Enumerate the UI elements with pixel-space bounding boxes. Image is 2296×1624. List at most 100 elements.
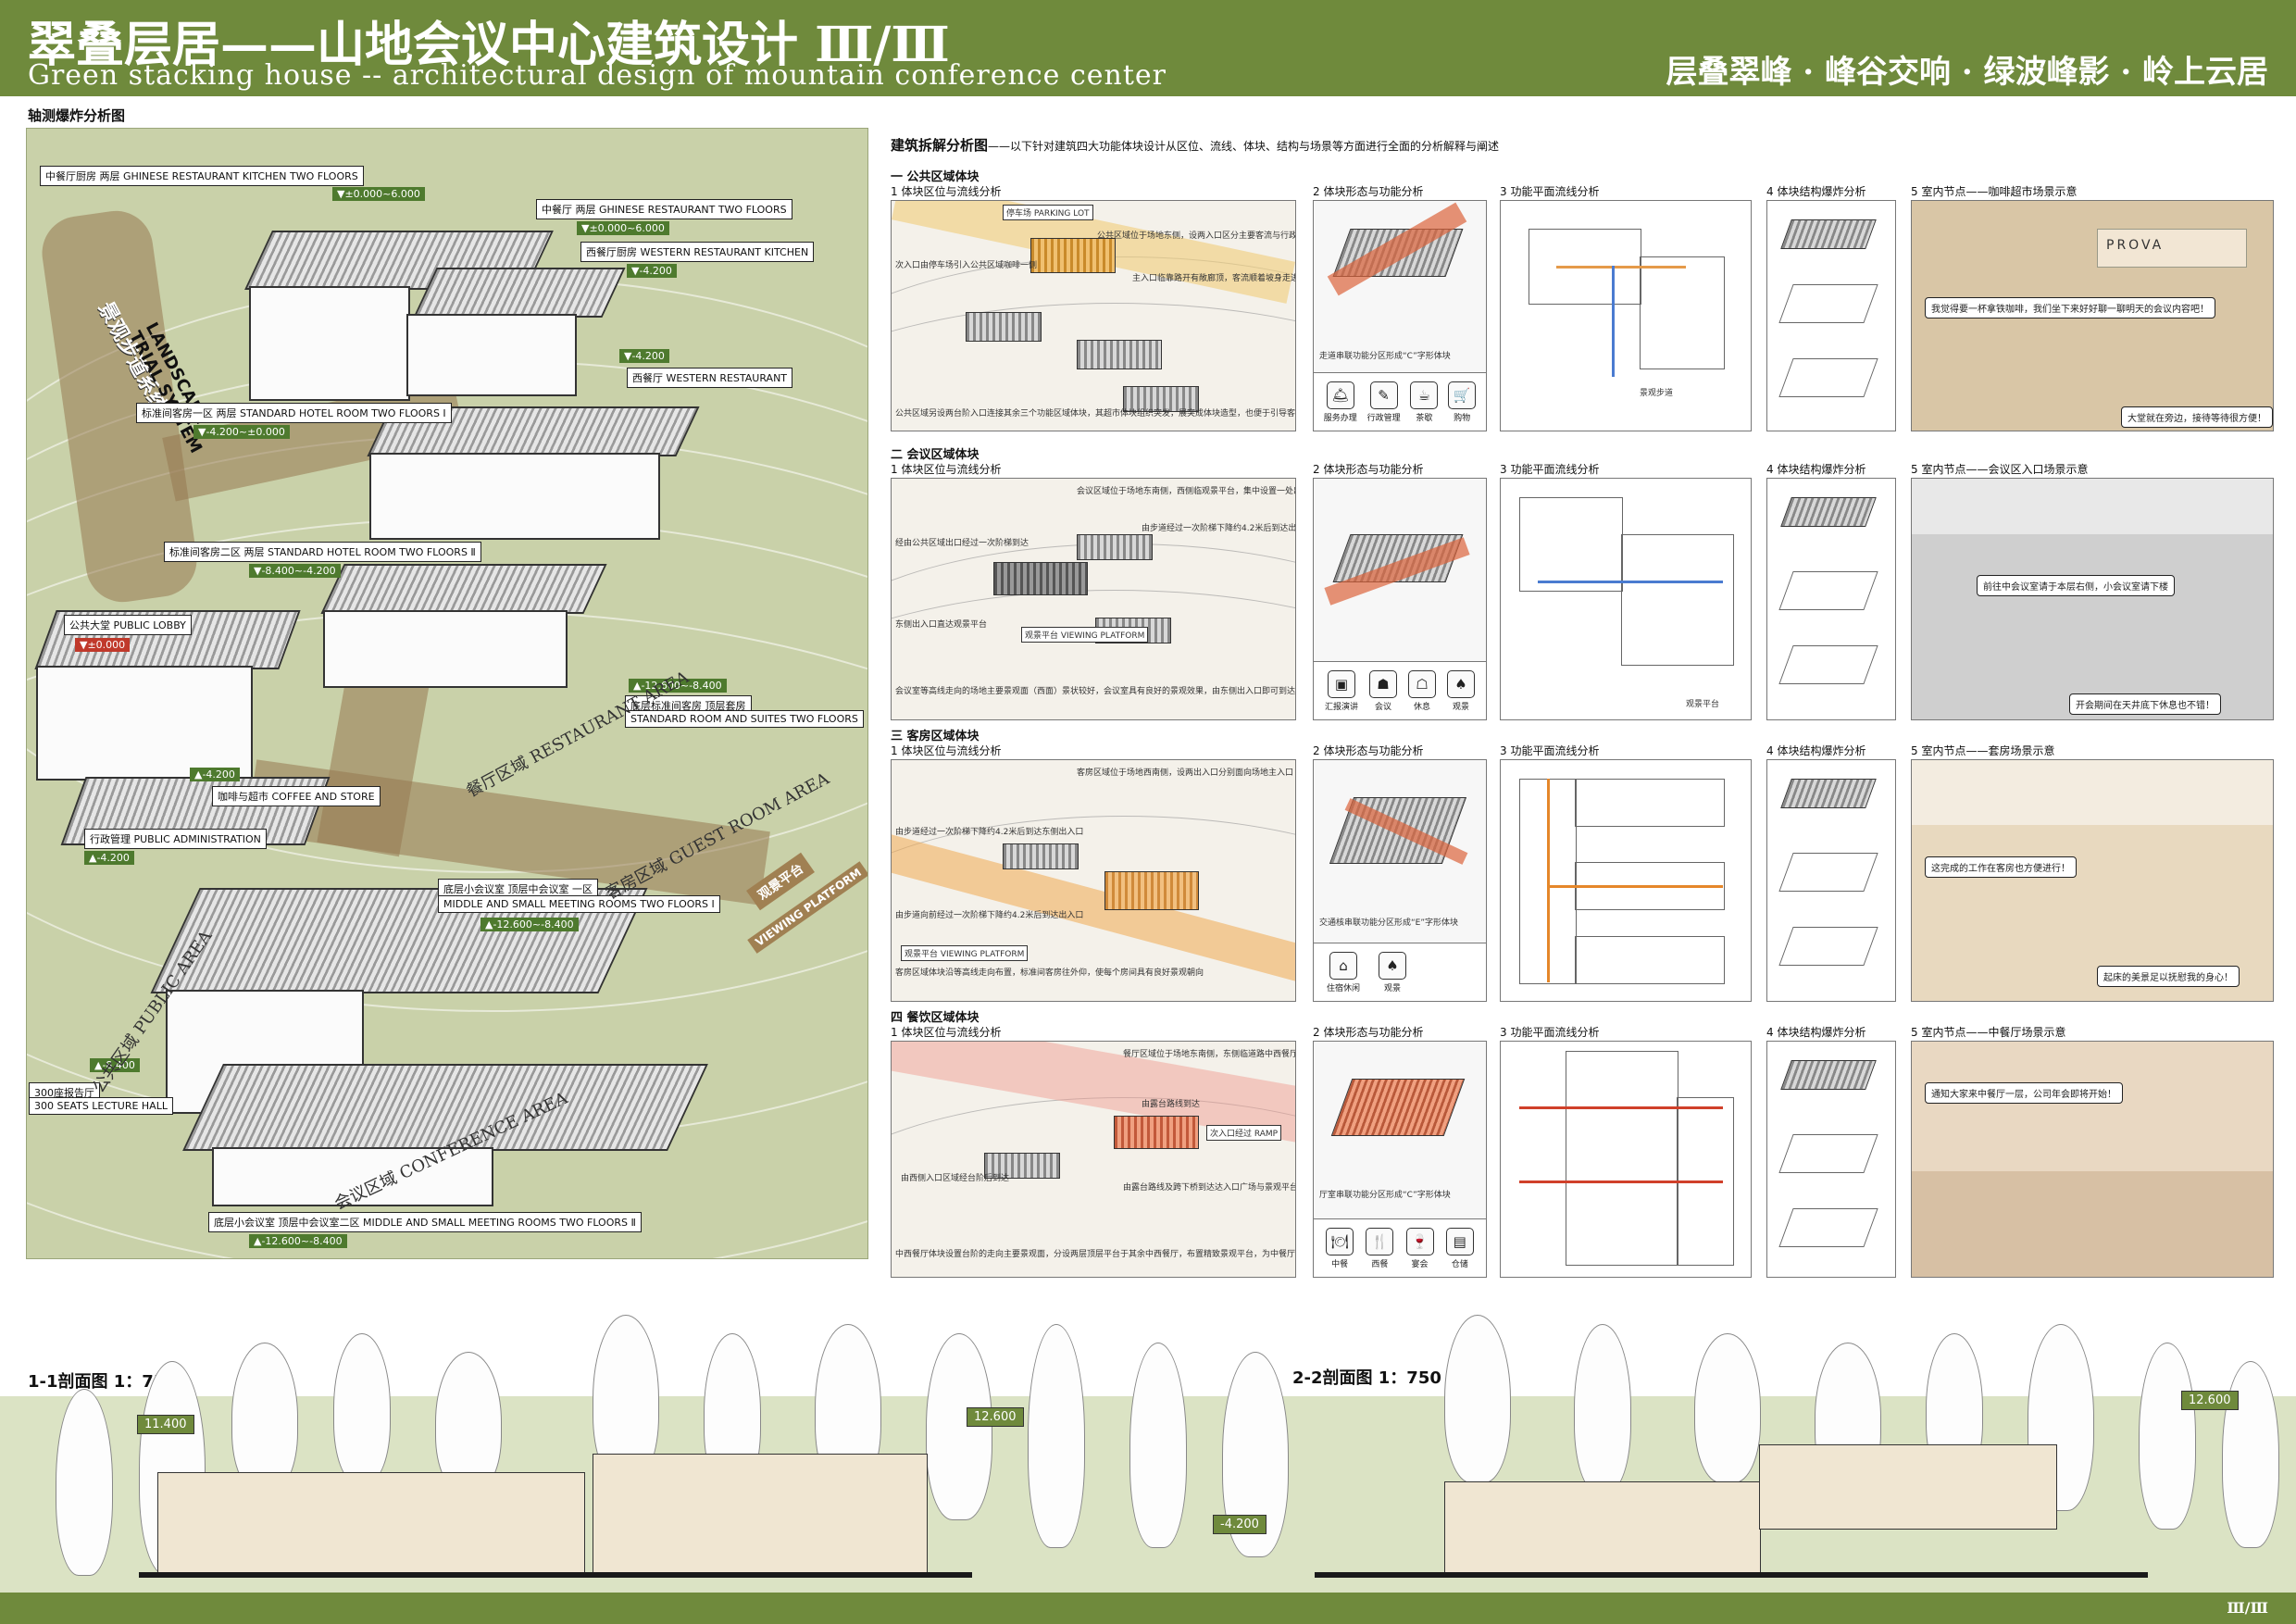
floor bbox=[1912, 1171, 2273, 1277]
note: 公共区域位于场地东侧，设两入口区分主要客流与行政管理流线 bbox=[1097, 231, 1296, 241]
tree bbox=[926, 1333, 992, 1520]
label-admin: 行政管理 PUBLIC ADMINISTRATION bbox=[84, 829, 267, 849]
tree bbox=[333, 1333, 391, 1483]
row4-title: 四 餐饮区域体块 bbox=[891, 1011, 980, 1025]
ground-line bbox=[139, 1572, 972, 1578]
func-rest: ☖休息 bbox=[1407, 669, 1436, 712]
func-label: 仓储 bbox=[1451, 1259, 1468, 1269]
tree bbox=[1694, 1333, 1761, 1483]
elev-admin: ▲-4.200 bbox=[84, 851, 134, 865]
admin-icon: ✎ bbox=[1369, 381, 1398, 409]
note: 东侧出入口直达观景平台 bbox=[895, 620, 988, 630]
elev-std-hotel-2: ▼-8.400~-4.200 bbox=[249, 564, 341, 578]
plan-caption: 景观步道 bbox=[1640, 389, 1674, 398]
kitchen-block bbox=[249, 286, 410, 401]
function-icons: 🍽中餐 🍴西餐 🍷宴会 ▤仓储 bbox=[1314, 1218, 1486, 1277]
struct-layer bbox=[1780, 779, 1877, 808]
plan-room bbox=[1566, 1051, 1678, 1266]
service-icon: 🛎 bbox=[1326, 381, 1354, 409]
terrain-line bbox=[892, 1097, 1295, 1277]
plan-room bbox=[1621, 534, 1734, 666]
plan-flow-line bbox=[1519, 1106, 1723, 1109]
section-1-building-b bbox=[593, 1454, 928, 1576]
elev-lobby: ▼±0.000 bbox=[75, 638, 131, 652]
row3-scene: 这完成的工作在客房也方便进行！ 起床的美景足以抚慰我的身心！ bbox=[1911, 759, 2274, 1002]
note: 中西餐厅体块设置台阶的走向主要景观面，分设两层顶层平台于其余中西餐厅，布置精致景… bbox=[895, 1250, 1296, 1259]
row2-c4-title: 4 体块结构爆炸分析 bbox=[1766, 463, 1866, 476]
note: 会议室等高线走向的场地主要景观面（西面）景状较好，会议室具有良好的景观效果，由东… bbox=[895, 687, 1296, 696]
struct-layer bbox=[1780, 1060, 1877, 1090]
row4-plan-diagram bbox=[1500, 1041, 1752, 1278]
scene-bubble: 开会期间在天井底下休息也不错！ bbox=[2069, 693, 2221, 715]
meeting-block bbox=[212, 1147, 493, 1206]
row3-plan-diagram bbox=[1500, 759, 1752, 1002]
row2-c5-title: 5 室内节点——会议区入口场景示意 bbox=[1911, 463, 2089, 476]
label-std-hotel-2: 标准间客房二区 两层 STANDARD HOTEL ROOM TWO FLOOR… bbox=[164, 542, 481, 562]
dish-icon: 🍽 bbox=[1326, 1227, 1354, 1255]
restaurant-block bbox=[406, 314, 577, 396]
struct-layer bbox=[1778, 284, 1878, 323]
note: 会议区域位于场地东南侧，西侧临观景平台，集中设置一处出入口，区分报告厅与会议室出… bbox=[1077, 487, 1295, 496]
note: 客房区域位于场地西南侧，设两出入口分别面向场地主入口（如东侧）与观景平台（即西侧… bbox=[1077, 768, 1295, 778]
note: 由西侧入口区域经台阶后到达 bbox=[901, 1174, 1010, 1183]
axo-title: 轴测爆炸分析图 bbox=[28, 107, 126, 124]
highlight-block bbox=[1114, 1116, 1199, 1149]
label-cn-restaurant: 中餐厅 两层 GHINESE RESTAURANT TWO FLOORS bbox=[536, 199, 792, 219]
page-title: 翠叠层居——山地会议中心建筑设计 Ⅲ/Ⅲ bbox=[28, 17, 950, 73]
tree bbox=[56, 1389, 113, 1576]
struct-layer bbox=[1780, 219, 1877, 249]
row4-structure-diagram bbox=[1766, 1041, 1896, 1278]
row3-c3-title: 3 功能平面流线分析 bbox=[1500, 744, 1600, 757]
struct-layer bbox=[1778, 927, 1878, 966]
scene-bubble: 大堂就在旁边，接待等待很方便！ bbox=[2121, 406, 2273, 428]
function-icons: ▣汇报演讲 ☗会议 ☖休息 ♠观景 bbox=[1314, 661, 1486, 719]
row2-c2-title: 2 体块形态与功能分析 bbox=[1313, 463, 1424, 476]
plan-flow-line bbox=[1556, 266, 1686, 269]
cart-icon: 🛒 bbox=[1448, 381, 1477, 409]
func-chinese: 🍽中餐 bbox=[1326, 1227, 1354, 1269]
row3-c1-title: 1 体块区位与流线分析 bbox=[891, 744, 1002, 757]
func-label: 汇报演讲 bbox=[1324, 702, 1358, 712]
note: 餐厅区域位于场地东南侧，东侧临道路中西餐厅设两个主入口，分设在两侧方向出分主要客… bbox=[1123, 1050, 1296, 1059]
row2-title: 二 会议区域体块 bbox=[891, 448, 980, 462]
store-sign bbox=[2097, 229, 2247, 268]
label-std-hotel-1: 标准间客房一区 两层 STANDARD HOTEL ROOM TWO FLOOR… bbox=[136, 403, 452, 423]
meeting-icon: ☗ bbox=[1368, 669, 1397, 698]
note-ramp: 次入口经过 RAMP bbox=[1206, 1125, 1282, 1141]
hotel-2-roof bbox=[320, 564, 607, 614]
func-label: 观景 bbox=[1384, 983, 1402, 993]
note: 由步道经过一次阶梯下降约4.2米后到达出入口 bbox=[1142, 524, 1296, 533]
note-viewing: 观景平台 VIEWING PLATFORM bbox=[901, 945, 1029, 961]
section-2-building-a bbox=[1444, 1481, 1761, 1576]
row4-c1-title: 1 体块区位与流线分析 bbox=[891, 1026, 1002, 1039]
ceiling bbox=[1912, 760, 2273, 825]
section-elevation: -4.200 bbox=[1213, 1515, 1267, 1534]
struct-layer bbox=[1778, 571, 1878, 610]
context-block bbox=[1077, 534, 1153, 560]
struct-layer bbox=[1778, 1208, 1878, 1247]
header-banner bbox=[0, 0, 2296, 96]
tree-icon: ♠ bbox=[1379, 951, 1407, 980]
highlight-block bbox=[993, 562, 1088, 595]
tree bbox=[2222, 1361, 2279, 1548]
row1-structure-diagram bbox=[1766, 200, 1896, 431]
row1-plan-diagram: 景观步道 bbox=[1500, 200, 1752, 431]
row1-title: 一 公共区域体块 bbox=[891, 170, 980, 184]
slogan: 层叠翠峰 · 峰谷交响 · 绿波峰影 · 岭上云居 bbox=[1666, 54, 2268, 91]
analysis-title-text: 建筑拆解分析图 bbox=[891, 137, 989, 154]
label-meeting-1: 底层小会议室 顶层中会议室 一区 bbox=[438, 879, 598, 899]
elev-std-hotel-1: ▼-4.200~±0.000 bbox=[193, 425, 290, 439]
func-view: ♠ 观景 bbox=[1379, 951, 1407, 993]
context-block bbox=[1077, 340, 1162, 369]
function-icons: ⌂住宿休闲 ♠观景 bbox=[1314, 943, 1486, 1001]
func-service: 🛎服务办理 bbox=[1324, 381, 1357, 423]
plan-flow-line bbox=[1612, 266, 1615, 377]
lobby-block bbox=[36, 666, 253, 781]
elev-meeting-2: ▲-12.600~-8.400 bbox=[249, 1234, 347, 1248]
elev-cn-restaurant: ▼±0.000~6.000 bbox=[577, 221, 669, 235]
highlight-block bbox=[1104, 871, 1199, 910]
section-1-building-a bbox=[157, 1472, 585, 1576]
row1-c5-title: 5 室内节点——咖啡超市场景示意 bbox=[1911, 185, 2078, 198]
form-block bbox=[1330, 1079, 1466, 1136]
row1-scene: PROVA 我觉得要一杯拿铁咖啡，我们坐下来好好聊一聊明天的会议内容吧！ 大堂就… bbox=[1911, 200, 2274, 431]
